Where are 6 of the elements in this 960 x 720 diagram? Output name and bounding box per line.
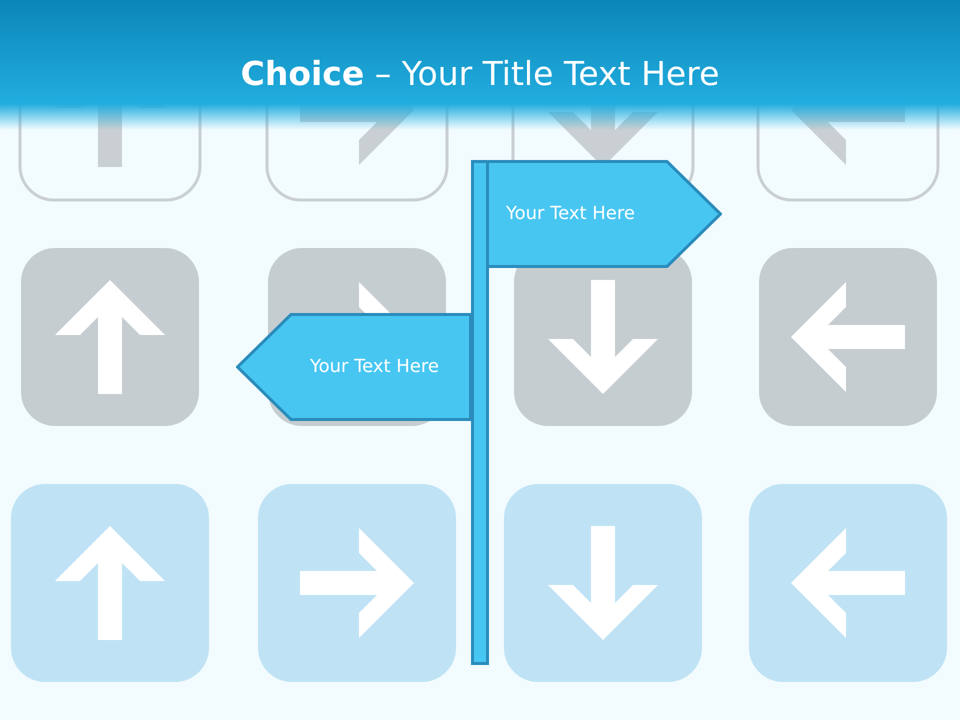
- signpost-pole: [471, 160, 489, 665]
- slide-title: Choice – Your Title Text Here: [240, 53, 720, 95]
- sign-text: Your Text Here: [506, 202, 635, 226]
- sign-arrow: [236, 313, 472, 421]
- sign-text: Your Text Here: [310, 355, 439, 379]
- sign-arrow: [486, 160, 722, 268]
